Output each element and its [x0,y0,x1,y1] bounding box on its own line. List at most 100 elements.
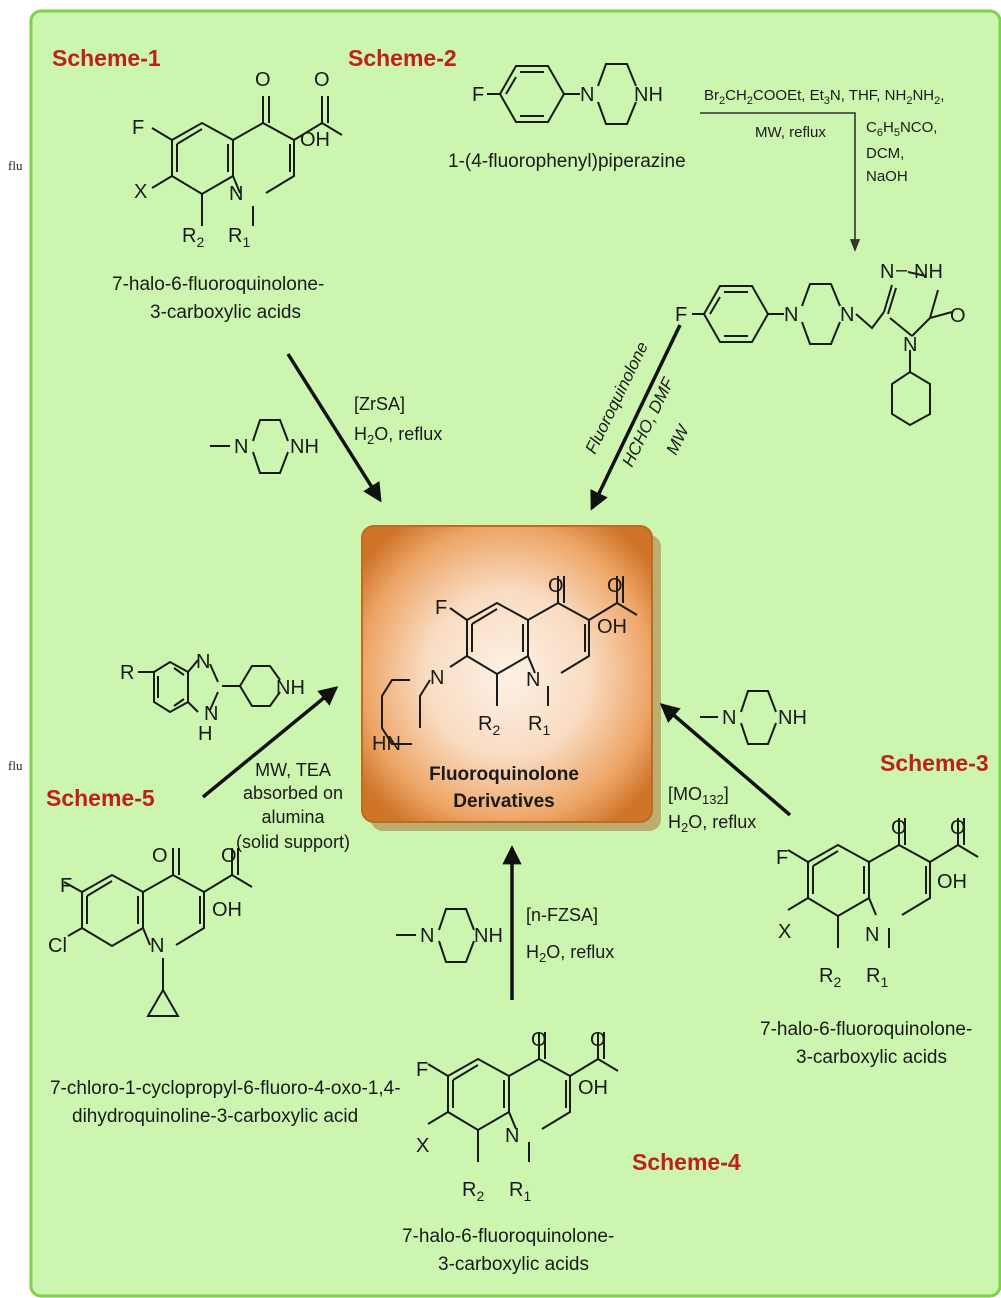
s5-l1: MW, TEA [255,760,331,780]
atom-hn: HN [372,733,401,755]
compound-haloacid-3-l1: 7-halo-6-fluoroquinolone- [760,1019,972,1040]
atom-o: O [255,69,271,91]
s5-l2: absorbed on [243,783,343,803]
atom-f: F [472,84,484,106]
scheme-2-label: Scheme-2 [348,45,457,71]
side-text-fragment-1: flu [8,158,23,173]
s5-l3: alumina [261,807,325,827]
compound-haloacid-1-l1: 7-halo-6-fluoroquinolone- [112,274,324,295]
atom-n: N [229,183,243,205]
atom-n: N [420,925,434,947]
s4-catalyst: [n-FZSA] [526,905,598,925]
benzimidazole-piperidine [138,659,281,714]
quinolone-scheme-3 [787,818,979,948]
s3-solvent: H2O, reflux [668,812,756,835]
atom-o: O [891,817,907,839]
atom-r: R [120,662,134,684]
atom-n: N [196,651,210,673]
atom-nh: NH [474,925,503,947]
atom-o: O [531,1029,547,1051]
scheme-1-label: Scheme-1 [52,45,161,71]
atom-n: N [865,924,879,946]
atom-nh: NH [914,261,943,283]
atom-n: N [903,334,917,356]
s4-solvent: H2O, reflux [526,942,614,965]
scheme-5-label: Scheme-5 [46,785,155,811]
atom-n: N [526,669,540,691]
scheme-2-product-arrow [590,324,682,511]
atom-n: N [150,935,164,957]
atom-f: F [435,597,447,619]
quinolone-scheme-1 [151,96,343,226]
product-title-l1: Fluoroquinolone [429,764,579,785]
s2-dcm: DCM, [866,145,904,162]
atom-n-nh-dash: – [896,259,908,281]
atom-x: X [134,181,147,203]
atom-n: N [784,304,798,326]
atom-o: O [221,845,237,867]
atom-h: H [198,723,212,745]
atom-f: F [60,875,72,897]
compound-haloacid-3-l2: 3-carboxylic acids [796,1047,947,1068]
atom-n-nh: N [880,261,894,283]
s2-c6h5nco: C6H5NCO, [866,119,937,139]
atom-f: F [675,304,687,326]
side-text-fragment-2: flu [8,758,23,773]
s2-reagents: Br2CH2COOEt, Et3N, THF, NH2NH2, [704,87,944,107]
atom-oh: OH [300,129,330,151]
atom-n: N [840,304,854,326]
compound-haloacid-4-l1: 7-halo-6-fluoroquinolone- [402,1226,614,1247]
atom-o: O [607,575,623,597]
compound-haloacid-4-l2: 3-carboxylic acids [438,1254,589,1275]
atom-n: N [234,436,248,458]
atom-nh: NH [634,84,663,106]
s1-catalyst: [ZrSA] [354,394,405,414]
quinolone-scheme-4 [427,1032,619,1162]
scheme-4-label: Scheme-4 [632,1149,741,1175]
atom-oh: OH [597,616,627,638]
compound-haloacid-1-l2: 3-carboxylic acids [150,302,301,323]
atom-oh: OH [212,899,242,921]
s1-solvent: H2O, reflux [354,424,442,447]
compound-fluorophenylpiperazine: 1-(4-fluorophenyl)piperazine [448,151,686,172]
s2-mw-reflux: MW, reflux [755,124,826,141]
fluoroquinolone-product [381,576,638,745]
methylpiperazine-3 [700,690,777,745]
chloro-cyclopropyl-quinolone [63,848,253,1017]
atom-nh: NH [276,677,305,699]
atom-o: O [314,69,330,91]
atom-cl: Cl [48,935,67,957]
atom-o: O [548,575,564,597]
atom-n: N [722,707,736,729]
methylpiperazine-4 [396,908,475,963]
compound-chloro-l1: 7-chloro-1-cyclopropyl-6-fluoro-4-oxo-1,… [50,1078,401,1099]
atom-o: O [950,817,966,839]
scheme-3-arrow [659,703,792,817]
atom-x: X [778,921,791,943]
scheme-5-arrow [201,686,339,799]
atom-o: O [950,305,966,327]
s2-naoh: NaOH [866,168,908,185]
product-box [361,525,653,823]
atom-x: X [416,1135,429,1157]
fluorophenylpiperazine [487,63,637,125]
scheme-2-arrow [700,112,861,252]
atom-nh: NH [778,707,807,729]
atom-f: F [416,1059,428,1081]
atom-o: O [590,1029,606,1051]
atom-f: F [776,847,788,869]
s5-l4: (solid support) [236,832,350,852]
atom-n: N [204,703,218,725]
scheme-3-label: Scheme-3 [880,750,989,776]
atom-oh: OH [937,871,967,893]
atom-nh: NH [290,436,319,458]
compound-chloro-l2: dihydroquinoline-3-carboxylic acid [72,1106,358,1127]
atom-oh: OH [578,1077,608,1099]
scheme-1-arrow [286,353,382,503]
product-title-l2: Derivatives [453,791,554,812]
atom-n: N [430,667,444,689]
atom-o: O [152,845,168,867]
triazolone-intermediate [692,271,953,427]
methylpiperazine-1 [210,419,289,474]
